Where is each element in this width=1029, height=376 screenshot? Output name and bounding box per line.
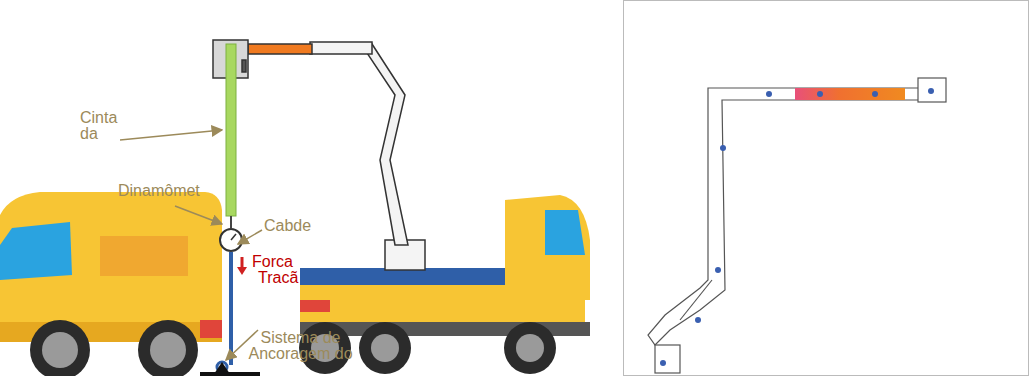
- force-arrowhead: [237, 267, 247, 275]
- cable: [229, 252, 233, 365]
- anchor-label: Sistema de Ancoragem do: [238, 330, 363, 362]
- dynamometer: [220, 229, 242, 251]
- node-dots: [660, 88, 934, 366]
- dynamometer-needle: [231, 234, 236, 240]
- dynamometer-label: Dinamômet: [118, 183, 200, 199]
- crane-arm: [213, 40, 425, 270]
- force-arrow: [241, 257, 244, 268]
- strap-label: Cinta da: [80, 110, 125, 142]
- hook: [230, 216, 232, 228]
- leader-lines: [120, 130, 262, 360]
- cable-label: Cabde: [264, 218, 311, 234]
- strap: [226, 44, 236, 216]
- panel-frame: [624, 1, 1029, 376]
- anchor-bar: [200, 372, 260, 376]
- force-label: Forca Tracã: [252, 254, 310, 286]
- boom-schematic: [648, 78, 946, 373]
- van: [0, 192, 222, 376]
